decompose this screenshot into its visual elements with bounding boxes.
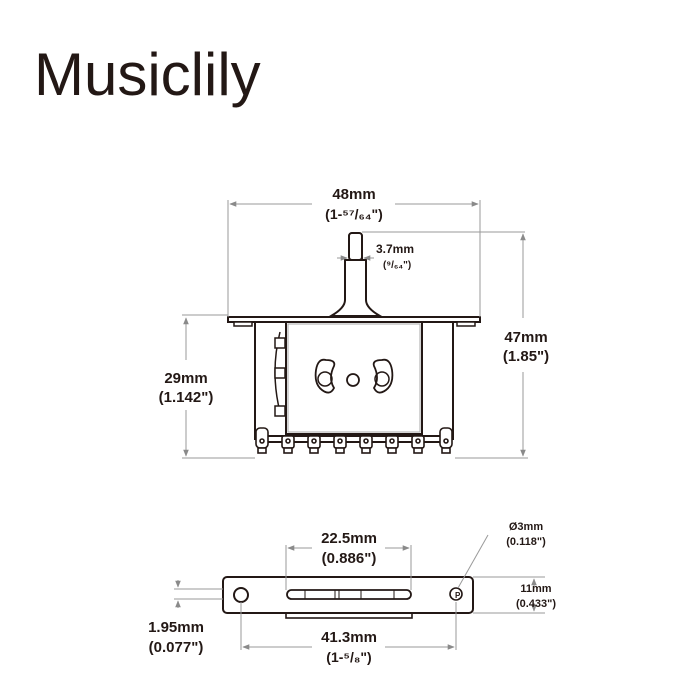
svg-text:P: P — [455, 591, 461, 600]
total-height-mm-label: 47mm — [504, 329, 547, 346]
bottom-view-drawing: P — [222, 576, 474, 619]
width-inch-label: (1-⁵⁷/₆₄") — [325, 206, 383, 222]
plate-height-mm-label: 11mm — [520, 583, 551, 595]
top-view-drawing — [227, 232, 481, 443]
plate-height-inch-label: (0.433") — [516, 598, 556, 610]
slot-length-inch-label: (0.886") — [322, 550, 377, 567]
slot-length-mm-label: 22.5mm — [321, 530, 377, 547]
hole-diameter-mm-label: Ø3mm — [509, 521, 543, 533]
lever-width-inch-label: (⁹/₆₄") — [383, 260, 411, 271]
hole-diameter-inch-label: (0.118") — [506, 536, 546, 548]
width-mm-label: 48mm — [332, 186, 375, 203]
body-height-mm-label: 29mm — [164, 370, 207, 387]
brand-logo: Musiclily — [34, 41, 261, 108]
hole-spacing-mm-label: 41.3mm — [321, 629, 377, 646]
terminal-lugs — [255, 427, 453, 454]
total-height-inch-label: (1.85") — [503, 348, 549, 365]
top-dimension-lines — [182, 200, 528, 459]
lever-width-mm-label: 3.7mm — [376, 242, 414, 256]
body-height-inch-label: (1.142") — [159, 389, 214, 406]
hole-spacing-inch-label: (1-⁵/₈") — [326, 649, 371, 665]
bottom-dimension-lines — [174, 534, 545, 650]
plate-thickness-inch-label: (0.077") — [149, 639, 204, 656]
plate-thickness-mm-label: 1.95mm — [148, 619, 204, 636]
